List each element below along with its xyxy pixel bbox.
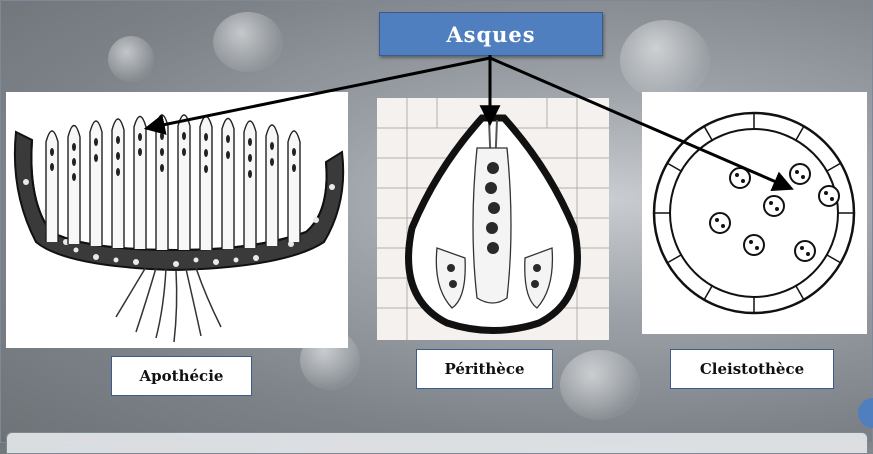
apothecie-drawing — [6, 92, 348, 348]
apothecie-label-box: Apothécie — [111, 356, 252, 396]
background-bubble — [560, 350, 640, 420]
perithece-label: Périthèce — [444, 360, 524, 378]
cleistothece-label-box: Cleistothèce — [670, 349, 834, 389]
background-bubble — [108, 36, 154, 82]
background-bubble — [213, 12, 283, 72]
perithece-drawing — [377, 98, 609, 340]
cleistothece-drawing — [642, 92, 867, 334]
apothecie-label: Apothécie — [140, 367, 224, 385]
asques-title-box: Asques — [379, 12, 603, 56]
bottom-text-panel — [6, 432, 868, 454]
background-bubble — [620, 20, 710, 100]
perithece-label-box: Périthèce — [416, 349, 553, 389]
cleistothece-illustration — [642, 92, 867, 334]
asques-title: Asques — [446, 22, 535, 47]
apothecie-illustration — [6, 92, 348, 348]
perithece-illustration — [377, 98, 609, 340]
cleistothece-label: Cleistothèce — [700, 360, 804, 378]
